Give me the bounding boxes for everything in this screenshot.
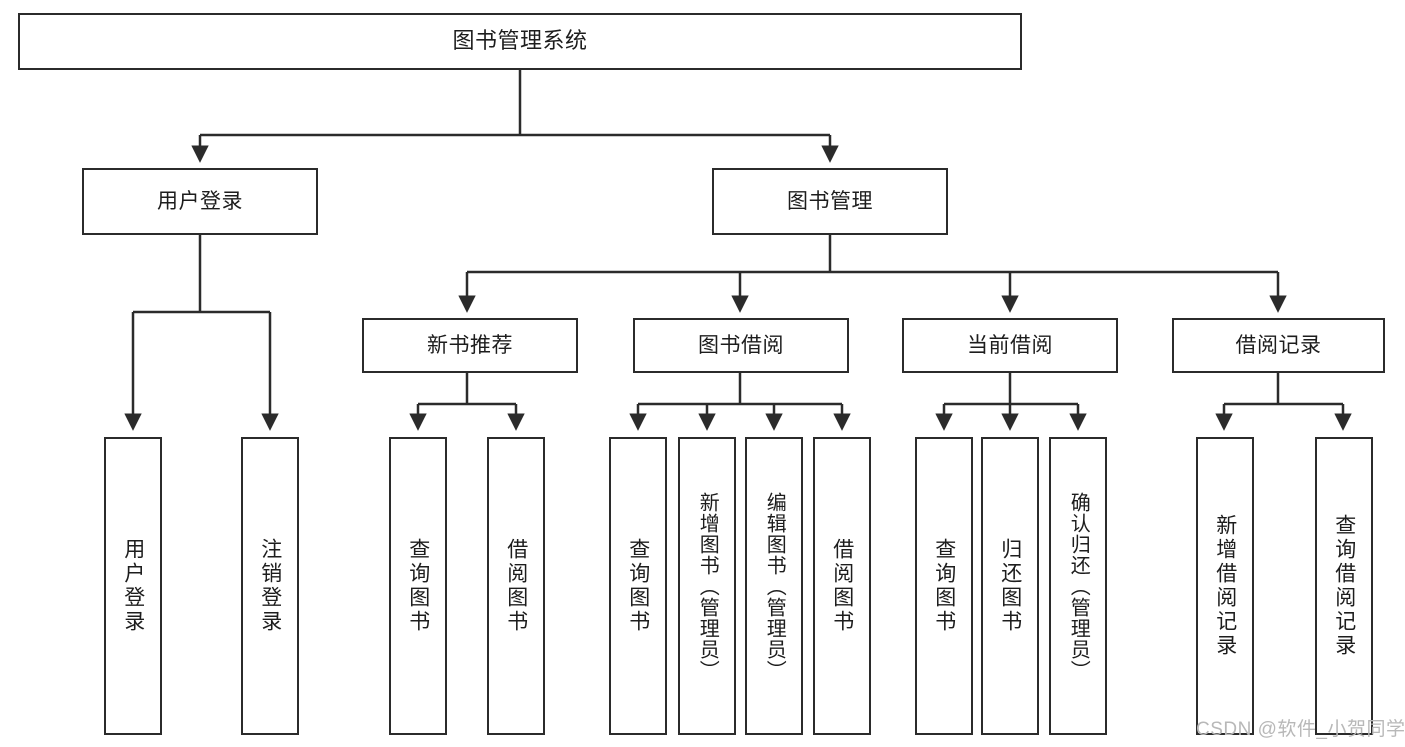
- leaf-borrow-edit-book[interactable]: 编辑图书（管理员）: [745, 437, 803, 735]
- leaf-new-book-borrow[interactable]: 借阅图书: [487, 437, 545, 735]
- leaf-user-login-logout[interactable]: 注销登录: [241, 437, 299, 735]
- leaf-record-query[interactable]: 查询借阅记录: [1315, 437, 1373, 735]
- leaf-borrow-query-book[interactable]: 查询图书: [609, 437, 667, 735]
- node-new-book-recommend[interactable]: 新书推荐: [362, 318, 578, 373]
- leaf-record-query-label: 查询借阅记录: [1332, 514, 1356, 658]
- leaf-borrow-add-book[interactable]: 新增图书（管理员）: [678, 437, 736, 735]
- node-new-book-recommend-label: 新书推荐: [427, 333, 513, 357]
- node-current-borrow[interactable]: 当前借阅: [902, 318, 1118, 373]
- leaf-user-login-login[interactable]: 用户登录: [104, 437, 162, 735]
- leaf-borrow-add-book-label: 新增图书（管理员）: [696, 491, 719, 681]
- leaf-user-login-logout-label: 注销登录: [258, 538, 282, 634]
- leaf-current-return-book[interactable]: 归还图书: [981, 437, 1039, 735]
- leaf-new-book-query-label: 查询图书: [406, 538, 430, 634]
- leaf-record-add[interactable]: 新增借阅记录: [1196, 437, 1254, 735]
- leaf-current-return-book-label: 归还图书: [998, 538, 1022, 634]
- node-borrow-record-label: 借阅记录: [1235, 333, 1322, 357]
- node-book-management-label: 图书管理: [787, 189, 873, 213]
- leaf-borrow-query-book-label: 查询图书: [626, 538, 650, 634]
- node-borrow-record[interactable]: 借阅记录: [1172, 318, 1385, 373]
- leaf-new-book-borrow-label: 借阅图书: [504, 538, 528, 634]
- node-book-management[interactable]: 图书管理: [712, 168, 948, 235]
- node-root-system[interactable]: 图书管理系统: [18, 13, 1022, 70]
- leaf-current-confirm-return[interactable]: 确认归还（管理员）: [1049, 437, 1107, 735]
- leaf-borrow-edit-book-label: 编辑图书（管理员）: [763, 491, 786, 681]
- leaf-current-query-book[interactable]: 查询图书: [915, 437, 973, 735]
- node-root-system-label: 图书管理系统: [452, 28, 588, 54]
- node-book-borrow[interactable]: 图书借阅: [633, 318, 849, 373]
- node-current-borrow-label: 当前借阅: [967, 333, 1053, 357]
- leaf-borrow-borrow-book-label: 借阅图书: [830, 538, 854, 634]
- leaf-record-add-label: 新增借阅记录: [1213, 514, 1237, 658]
- csdn-watermark: CSDN @软件_小贺同学: [1196, 719, 1405, 740]
- leaf-new-book-query[interactable]: 查询图书: [389, 437, 447, 735]
- node-book-borrow-label: 图书借阅: [698, 333, 784, 357]
- leaf-current-confirm-return-label: 确认归还（管理员）: [1067, 491, 1090, 681]
- node-user-login[interactable]: 用户登录: [82, 168, 318, 235]
- leaf-user-login-login-label: 用户登录: [121, 538, 145, 634]
- leaf-borrow-borrow-book[interactable]: 借阅图书: [813, 437, 871, 735]
- node-user-login-label: 用户登录: [157, 189, 243, 213]
- leaf-current-query-book-label: 查询图书: [932, 538, 956, 634]
